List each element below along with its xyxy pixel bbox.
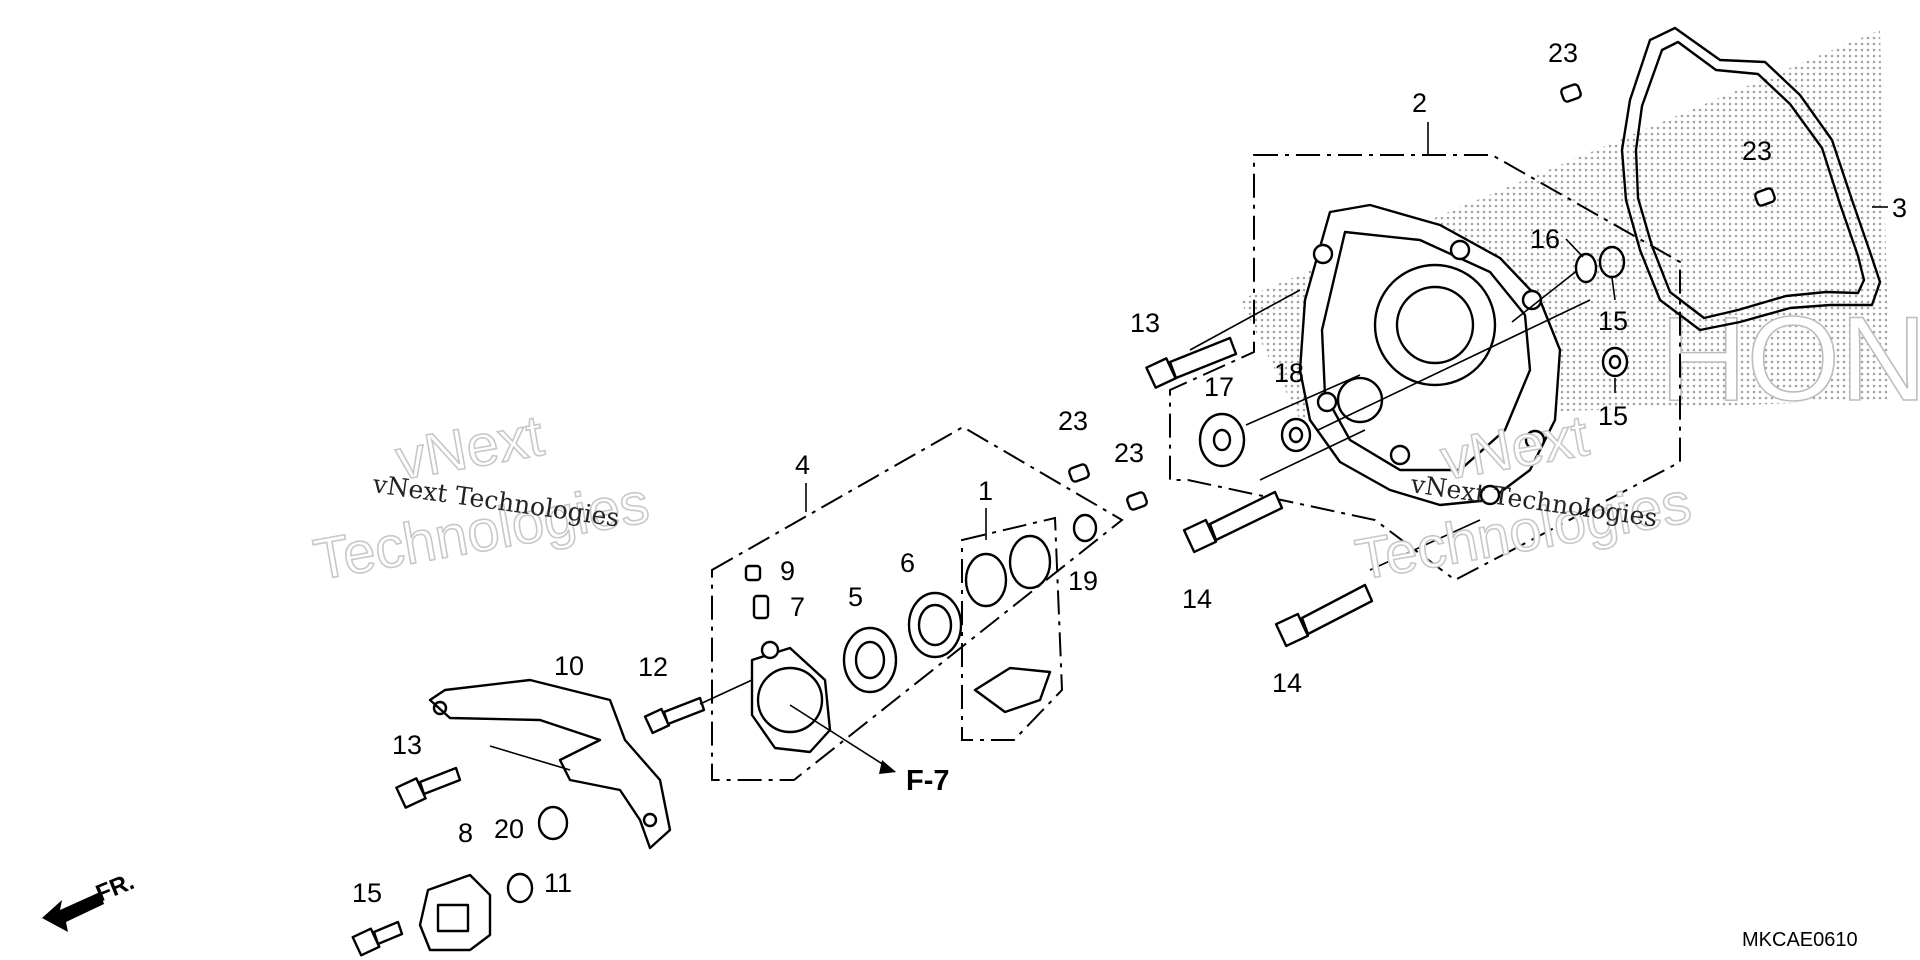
o-rings-1	[964, 534, 1052, 714]
callout-20: 18	[1274, 358, 1304, 388]
front-arrow-icon	[42, 892, 104, 932]
callout-17: 15	[1598, 401, 1628, 431]
group-box-4	[711, 425, 1124, 781]
slave-cylinder-4	[750, 640, 832, 754]
plug-21	[1072, 513, 1098, 543]
seal-18	[1574, 252, 1598, 284]
callout-22: 20	[494, 814, 524, 844]
callout-leaders	[805, 122, 1888, 540]
callout-8: 8	[458, 818, 473, 848]
bearing-5	[842, 626, 898, 694]
callout-6: 6	[900, 548, 915, 578]
dowel-23-c	[1068, 463, 1090, 483]
callout-11: 11	[544, 868, 572, 898]
callout-5: 5	[848, 582, 863, 612]
callout-9: 9	[780, 556, 795, 586]
callout-15: 15	[352, 878, 382, 908]
callout-19: 17	[1204, 372, 1234, 402]
callout-2: 2	[1412, 88, 1427, 118]
bracket-10	[428, 678, 672, 850]
drawing-code: MKCAE0610	[1742, 929, 1858, 951]
bleeder-7	[752, 594, 770, 620]
callout-14-b: 14	[1272, 668, 1302, 698]
callout-14-a: 14	[1182, 584, 1212, 614]
callout-23-b: 23	[1742, 136, 1772, 166]
front-label: FR.	[92, 868, 138, 908]
clip-16	[1598, 245, 1626, 279]
callout-13-upper: 13	[1130, 308, 1160, 338]
seal-17	[1601, 346, 1629, 378]
callout-7: 7	[790, 592, 805, 622]
callout-4: 4	[795, 450, 810, 480]
arrow-f7	[879, 760, 896, 774]
callout-23-a: 23	[1548, 38, 1578, 68]
leader-14b-cover	[1369, 519, 1481, 571]
seal-11	[537, 805, 569, 841]
callout-1: 1	[978, 476, 993, 506]
callout-18: 16	[1530, 224, 1560, 254]
watermark-left: vNext Technologies vNext Technologies	[308, 402, 654, 593]
leader-19-cover	[1245, 374, 1361, 426]
callout-16: 15	[1598, 306, 1628, 336]
boot-6	[907, 591, 963, 659]
callout-23-c: 23	[1058, 406, 1088, 436]
bolt-14-lower	[1274, 583, 1374, 648]
dowel-23-d	[1126, 491, 1148, 511]
bolt-13-upper	[1145, 336, 1238, 389]
dowel-23-a	[1560, 83, 1582, 103]
callout-3: 3	[1892, 193, 1907, 223]
background-logo-text: HONDA	[1660, 292, 1920, 426]
leader-14-cover	[1259, 429, 1366, 481]
front-marker: FR.	[42, 868, 138, 932]
callout-12: 12	[638, 652, 668, 682]
reference-f7: F-7	[906, 765, 950, 797]
gear-19	[1198, 412, 1246, 468]
bolt-13-lower	[395, 766, 462, 809]
bolt-12	[643, 696, 706, 735]
gasket-3	[1620, 26, 1882, 332]
bolt-15	[351, 920, 404, 957]
callout-numbers: 2 3 23 23 16 15 15 13 17 18 23 23 14 14 …	[352, 38, 1907, 908]
bolt-9	[744, 564, 762, 582]
leader-12	[699, 679, 753, 705]
leader-f7	[789, 704, 896, 773]
callout-23-d: 23	[1114, 438, 1144, 468]
callout-13-lower: 13	[392, 730, 422, 760]
dowel-23-b	[1754, 187, 1776, 207]
leader-17-cover	[1317, 299, 1591, 431]
bolt-14-middle	[1182, 490, 1284, 554]
seal-20	[1280, 417, 1312, 453]
sensor-8	[418, 873, 492, 952]
group-box-1	[961, 516, 1064, 741]
leader-13-cover	[1189, 289, 1301, 351]
leader-13-lower	[489, 745, 571, 771]
callout-10: 10	[554, 651, 584, 681]
callout-21: 19	[1068, 566, 1098, 596]
group-box-2	[1169, 154, 1681, 582]
o-ring-22	[506, 872, 534, 904]
